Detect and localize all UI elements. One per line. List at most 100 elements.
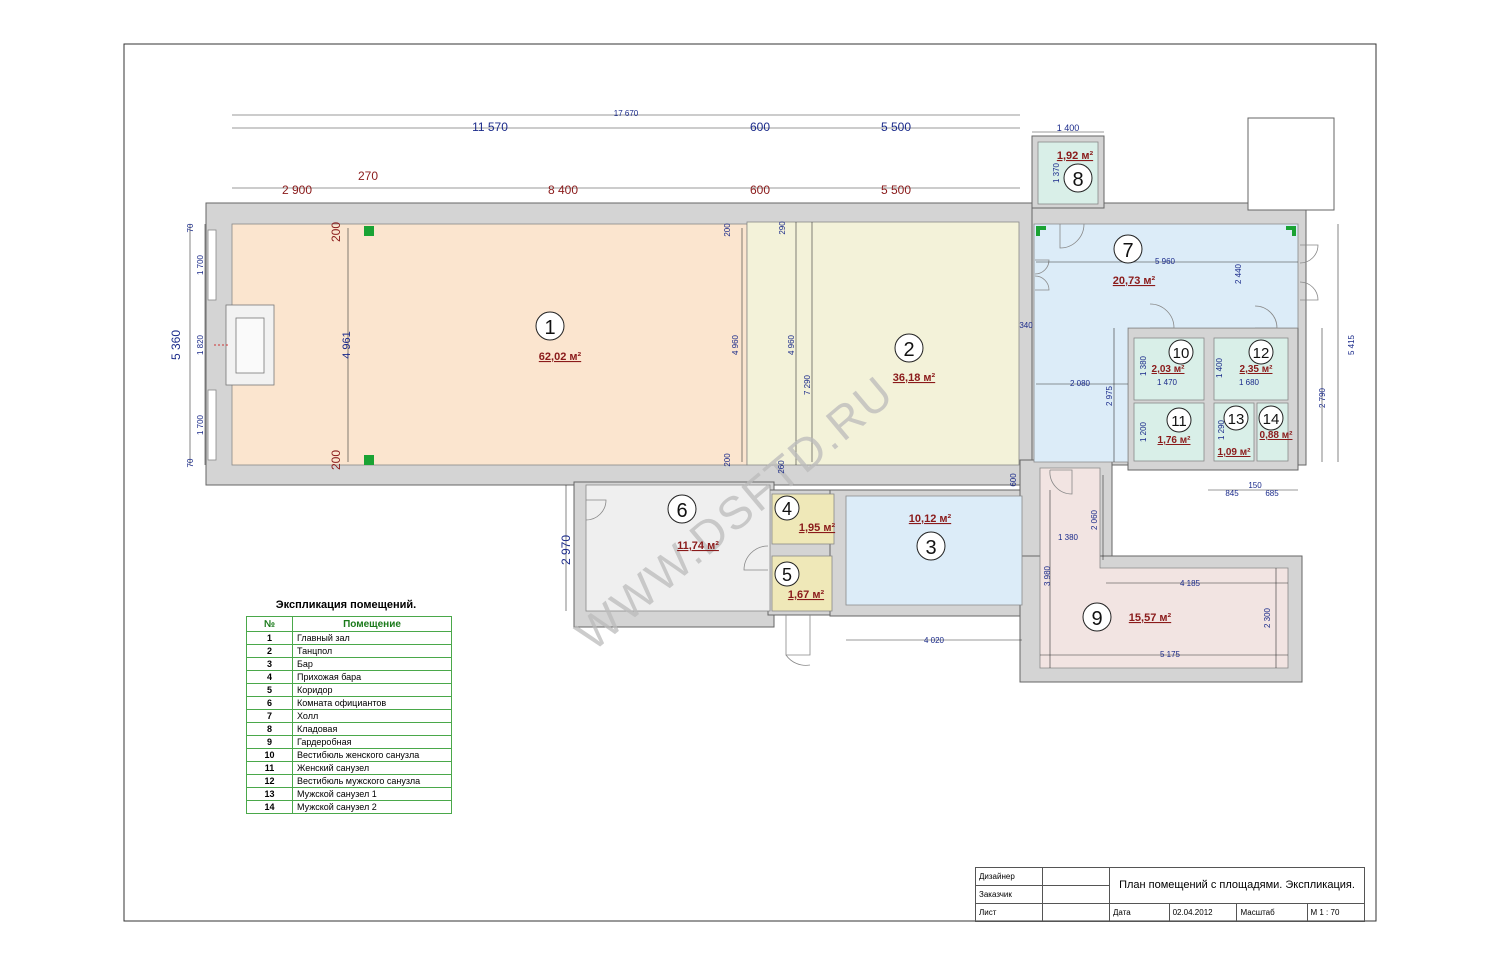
room-areas: 62,02 м² 36,18 м² 10,12 м² 1,95 м² 1,67 …: [539, 150, 1293, 624]
dim-left-1700a: 1 700: [196, 254, 205, 275]
sheet-frame: [123, 43, 1377, 922]
room-4-number: 4: [782, 499, 792, 519]
windows: [207, 229, 217, 461]
legend-num: 3: [246, 657, 293, 671]
legend-room: Кладовая: [292, 722, 452, 736]
room-7-area: 20,73 м²: [1113, 275, 1156, 287]
dim-r7-2440: 2 440: [1234, 263, 1243, 284]
stamp-sheet-label: Лист: [975, 903, 1043, 922]
room-13-number: 13: [1228, 411, 1245, 428]
stamp-scale: М 1 : 70: [1306, 903, 1365, 922]
legend-room: Вестибюль мужского санузла: [292, 774, 452, 788]
dim-right-5415: 5 415: [1347, 334, 1356, 355]
dim-r1-200bl: 200: [329, 450, 343, 470]
room-8-area: 1,92 м²: [1057, 150, 1094, 162]
dim-r3-4020: 4 020: [924, 636, 945, 645]
legend-room: Холл: [292, 709, 452, 723]
room-10-number: 10: [1173, 345, 1190, 362]
fireplace: [214, 304, 275, 386]
room-9-area: 15,57 м²: [1129, 612, 1172, 624]
dim-left-70b: 70: [186, 458, 195, 467]
dim-top-b: 600: [750, 120, 770, 134]
stamp-title: План помещений с площадями. Экспликация.: [1109, 867, 1365, 904]
room-12-area: 2,35 м²: [1240, 364, 1274, 375]
dim-r6-2970: 2 970: [559, 535, 573, 565]
dim-row2-b: 270: [358, 169, 378, 183]
room-1: [231, 223, 748, 466]
legend-room: Прихожая бара: [292, 670, 452, 684]
room-1-number: 1: [544, 317, 555, 339]
legend-num: 13: [246, 787, 293, 801]
legend-num: 10: [246, 748, 293, 762]
room-2-area: 36,18 м²: [893, 372, 936, 384]
legend-num: 4: [246, 670, 293, 684]
room-numbers: 1 2 3 4 5 6 7 8 9 10 11 12 13 14: [544, 169, 1279, 630]
legend-num: 2: [246, 644, 293, 658]
dim-r9-4185: 4 185: [1180, 579, 1201, 588]
dim-left-1820: 1 820: [196, 334, 205, 355]
dimension-texts: 17 670 11 570 600 5 500 1 400 2 900 270 …: [169, 109, 1356, 659]
room-14-area: 0,88 м²: [1260, 430, 1294, 441]
dim-r1-200tr: 200: [723, 223, 732, 237]
dim-r1-200br: 200: [723, 453, 732, 467]
legend-num: 5: [246, 683, 293, 697]
room-13-area: 1,09 м²: [1218, 447, 1252, 458]
dim-r2-4960: 4 960: [787, 334, 796, 355]
legend-room: Коридор: [292, 683, 452, 697]
room-5-number: 5: [782, 565, 792, 585]
rooms: [231, 141, 1299, 669]
dim-r2-600: 600: [1009, 473, 1018, 487]
columns: [364, 226, 1296, 465]
dim-r7-2080: 2 080: [1070, 379, 1091, 388]
legend-room: Главный зал: [292, 631, 452, 645]
dimension-lines: [189, 114, 1339, 668]
room-3-number: 3: [925, 537, 936, 559]
room-7-number: 7: [1122, 240, 1133, 262]
stamp-customer-label: Заказчик: [975, 885, 1043, 904]
dim-row2-e: 5 500: [881, 183, 911, 197]
legend-room: Мужской санузел 1: [292, 787, 452, 801]
room-11-number: 11: [1171, 413, 1187, 430]
title-block: Дизайнер План помещений с площадями. Экс…: [975, 867, 1365, 922]
dim-r7-5960: 5 960: [1155, 257, 1176, 266]
dim-r2-290: 290: [778, 221, 787, 235]
dim-row2-d: 600: [750, 183, 770, 197]
room-5-area: 1,67 м²: [788, 589, 825, 601]
room-9: [1039, 467, 1289, 669]
dim-r2-260: 260: [777, 460, 786, 474]
dim-r8-1370: 1 370: [1052, 162, 1061, 183]
dim-r12-1680: 1 680: [1239, 378, 1260, 387]
dim-bot-150: 150: [1248, 481, 1262, 490]
dim-bot-685: 685: [1265, 489, 1279, 498]
room-2: [746, 221, 1020, 466]
stamp-sheet-value: [1042, 903, 1110, 922]
room-3-area: 10,12 м²: [909, 513, 952, 525]
dim-top-a: 11 570: [472, 120, 508, 134]
stamp-designer-value: [1042, 867, 1110, 886]
legend-num: 11: [246, 761, 293, 775]
dim-r9-2060: 2 060: [1090, 509, 1099, 530]
stamp-customer-value: [1042, 885, 1110, 904]
room-4-area: 1,95 м²: [799, 522, 836, 534]
doors: [585, 223, 1319, 666]
legend-num: 6: [246, 696, 293, 710]
legend-room: Бар: [292, 657, 452, 671]
legend-title: Экспликация помещений.: [275, 599, 417, 611]
dim-left-1700b: 1 700: [196, 414, 205, 435]
room-6-number: 6: [676, 500, 687, 522]
dim-r1-4960: 4 960: [731, 334, 740, 355]
legend-room: Комната официантов: [292, 696, 452, 710]
legend-col-room: Помещение: [292, 616, 452, 632]
legend-room: Мужской санузел 2: [292, 800, 452, 814]
dim-r1-4961: 4 961: [341, 331, 353, 359]
dim-top-8: 1 400: [1057, 123, 1080, 133]
room-10-area: 2,03 м²: [1152, 364, 1186, 375]
dim-r9-3980: 3 980: [1043, 565, 1052, 586]
